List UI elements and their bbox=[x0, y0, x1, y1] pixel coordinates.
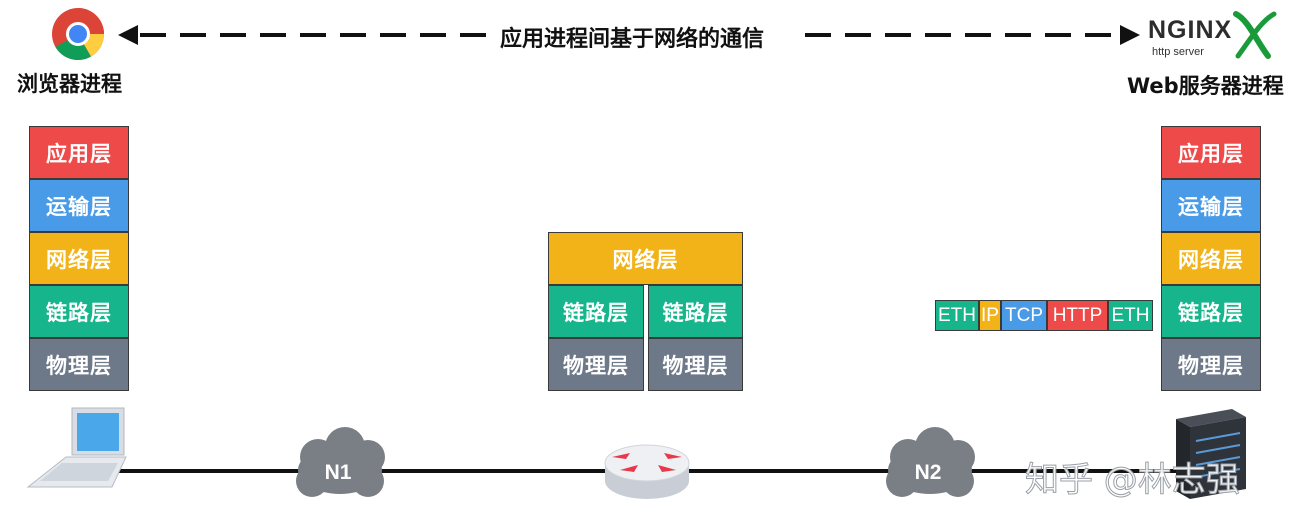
client-transport-layer: 运输层 bbox=[29, 179, 129, 232]
nginx-logo: NGINX http server bbox=[1148, 14, 1278, 66]
server-transport-layer: 运输层 bbox=[1161, 179, 1261, 232]
laptop-icon bbox=[28, 408, 126, 487]
network-n2-label: N2 bbox=[915, 461, 942, 484]
chrome-icon bbox=[50, 6, 106, 62]
watermark: 知乎 @林志强 bbox=[1025, 452, 1240, 501]
web-server-process-label: Web服务器进程 bbox=[1127, 70, 1284, 100]
server-network-layer: 网络层 bbox=[1161, 232, 1261, 285]
packet-http-payload: HTTP bbox=[1047, 300, 1108, 331]
server-application-layer: 应用层 bbox=[1161, 126, 1261, 179]
router-network-layer: 网络层 bbox=[548, 232, 743, 285]
router-physical-layer-left: 物理层 bbox=[548, 338, 644, 391]
cloud-icon: N1 bbox=[296, 427, 385, 497]
client-physical-layer: 物理层 bbox=[29, 338, 129, 391]
router-link-layer-left: 链路层 bbox=[548, 285, 644, 338]
packet-ip-header: IP bbox=[979, 300, 1001, 331]
cloud-icon: N2 bbox=[886, 427, 975, 497]
router-link-layer-right: 链路层 bbox=[648, 285, 743, 338]
server-link-layer: 链路层 bbox=[1161, 285, 1261, 338]
client-network-layer: 网络层 bbox=[29, 232, 129, 285]
router-physical-layer-right: 物理层 bbox=[648, 338, 743, 391]
packet-eth-header: ETH bbox=[935, 300, 979, 331]
router-icon bbox=[605, 445, 689, 499]
network-n1-label: N1 bbox=[325, 461, 352, 484]
packet-tcp-header: TCP bbox=[1001, 300, 1047, 331]
server-physical-layer: 物理层 bbox=[1161, 338, 1261, 391]
client-application-layer: 应用层 bbox=[29, 126, 129, 179]
client-link-layer: 链路层 bbox=[29, 285, 129, 338]
browser-process-label: 浏览器进程 bbox=[17, 68, 122, 98]
packet-eth-trailer: ETH bbox=[1108, 300, 1153, 331]
arrow-label: 应用进程间基于网络的通信 bbox=[500, 21, 764, 53]
